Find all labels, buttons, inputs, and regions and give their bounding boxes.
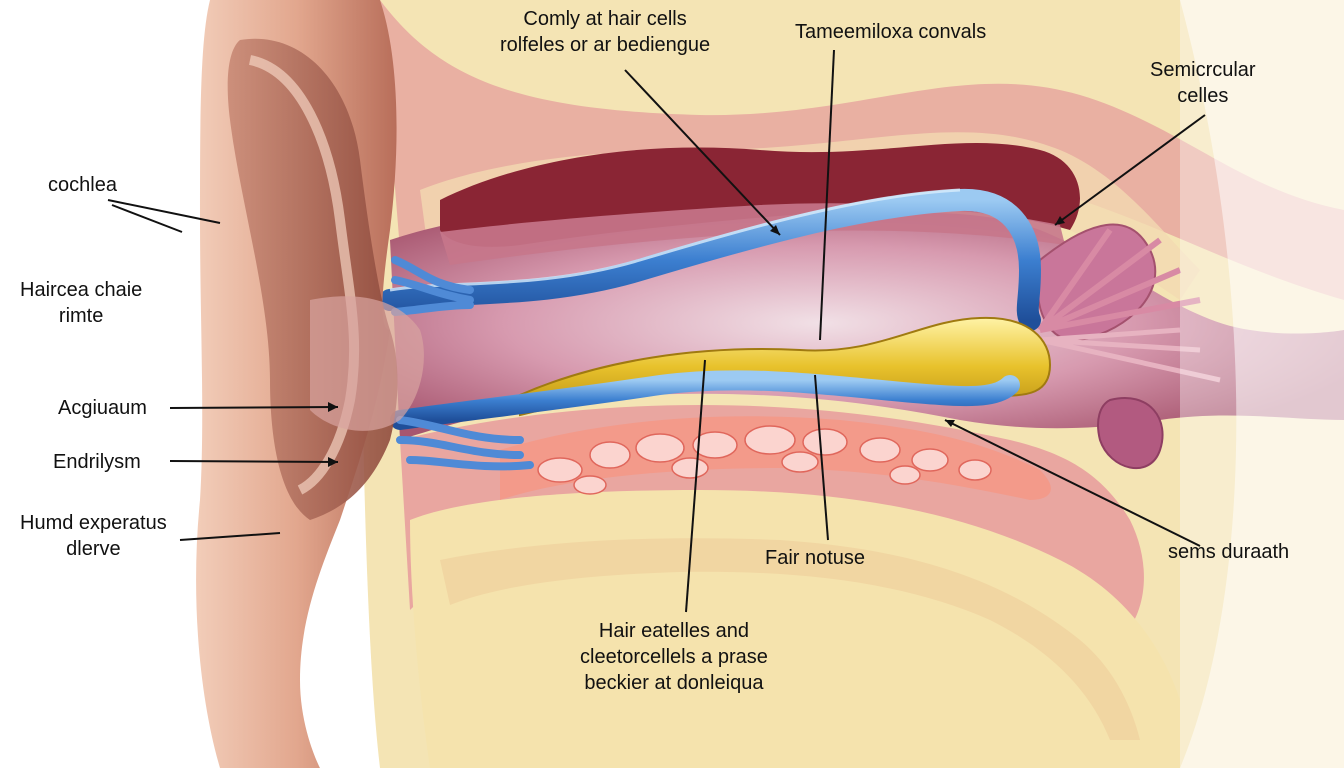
label-top-center: Comly at hair cells rolfeles or ar bedie… <box>500 6 710 58</box>
label-far-right: Semicrcular celles <box>1150 57 1256 109</box>
label-cochlea: cochlea <box>48 174 117 196</box>
label-top-center-line-2: rolfeles or ar bediengue <box>500 34 711 56</box>
lower-blue-nerve <box>390 370 1020 430</box>
label-sems: sems duraath <box>1168 541 1290 563</box>
label-fair: Fair notuse <box>765 547 866 569</box>
label-humd: Humd experatus dlerve <box>20 510 167 562</box>
label-bottom: Hair eatelles and cleetorcellels a prase… <box>580 618 768 696</box>
leader-lines <box>107 49 1206 613</box>
label-far-right-line-2: celles <box>1177 85 1229 107</box>
fan-fibers-lower <box>1039 327 1221 383</box>
label-bottom-line-3: beckier at donleiqua <box>584 672 764 694</box>
upper-nerve-fibers <box>391 256 474 316</box>
label-haircell-line-2: rimte <box>58 305 104 327</box>
label-far-right-line-1: Semicrcular <box>1150 59 1256 81</box>
leader-arrowheads <box>328 216 1065 467</box>
label-acgiuaum: Acgiuaum <box>58 397 147 419</box>
fan-fibers-upper <box>1037 228 1201 333</box>
label-top-right: Tameemiloxa convals <box>795 21 987 43</box>
hair-cell-tissue <box>500 416 1051 500</box>
upper-blue-nerve <box>379 188 1042 331</box>
label-humd-line-1: Humd experatus <box>20 512 167 534</box>
label-top-center-line-1: Comly at hair cells <box>523 8 687 30</box>
label-humd-line-2: dlerve <box>66 538 121 560</box>
cell-cluster <box>537 425 992 495</box>
lower-nerve-fibers <box>396 416 534 471</box>
canal-entrance <box>310 296 424 431</box>
label-bottom-line-1: Hair eatelles and <box>598 620 749 642</box>
label-bottom-line-2: cleetorcellels a prase <box>580 646 768 668</box>
round-window <box>1097 397 1164 469</box>
label-haircell-line-1: Haircea chaie <box>20 279 143 301</box>
label-endrilysm: Endrilysm <box>53 451 141 473</box>
label-haircell: Haircea chaie rimte <box>20 277 142 329</box>
